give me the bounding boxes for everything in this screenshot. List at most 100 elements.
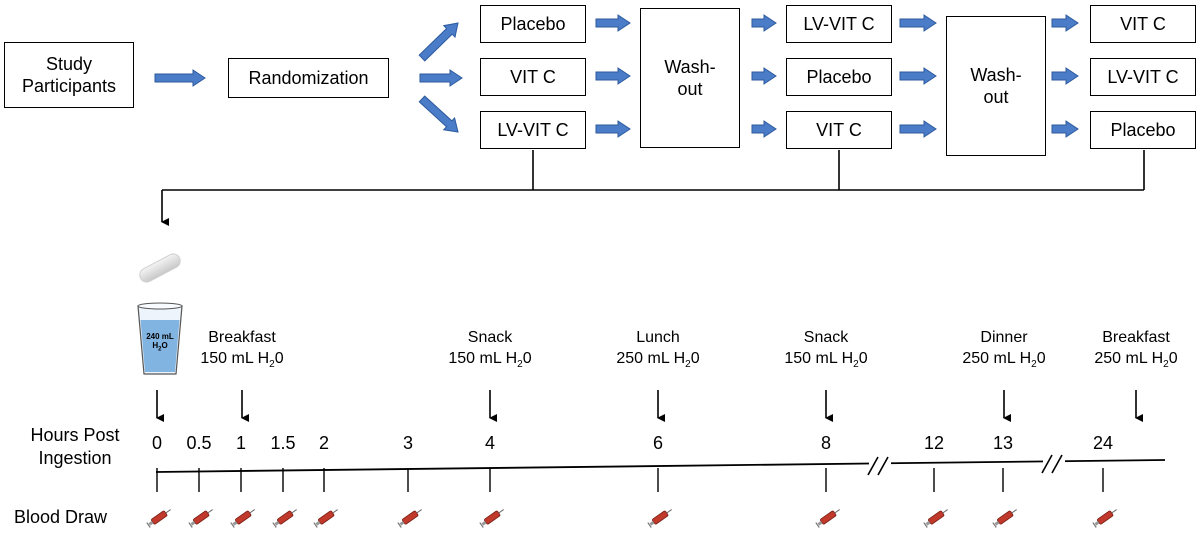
tick-label: 3 (402, 433, 414, 453)
period3-box-2: LV-VIT C (1090, 58, 1196, 96)
flow-arrow (154, 69, 206, 87)
period3-label-3: Placebo (1110, 119, 1176, 140)
tick-label: 12 (923, 433, 945, 453)
tick-label: 13 (992, 433, 1014, 453)
event-water-sub: 2 (685, 358, 691, 370)
event-name: Snack (467, 329, 513, 346)
period2-label-2: Placebo (806, 66, 872, 87)
syringe-icon (479, 509, 504, 528)
randomization-box: Randomization (228, 58, 389, 98)
tick-label: 0 (151, 433, 163, 453)
participants-label: Study Participants (21, 53, 117, 97)
axis-break-mark (1041, 454, 1053, 474)
flow-arrow (1051, 14, 1079, 32)
period2-box-2: Placebo (786, 58, 892, 96)
tick-label: 2 (318, 433, 330, 453)
syringe-icon (923, 509, 948, 528)
event-water-sub: 2 (1163, 358, 1169, 370)
flow-arrow (899, 120, 937, 138)
flow-arrow (751, 67, 777, 85)
cup-label: 240 mL H2O (139, 332, 181, 354)
event-water-tail: 0 (1168, 349, 1178, 367)
syringe-icon (272, 509, 297, 528)
syringe-icon (1092, 509, 1117, 528)
washout2-box: Wash- out (946, 16, 1046, 156)
syringe-icon (188, 509, 213, 528)
tick-label: 4 (484, 433, 496, 453)
event-label-3: Lunch 250 mL H20 (598, 328, 718, 371)
event-water: 150 mL H (784, 349, 854, 367)
cup-water-h: H (152, 341, 159, 351)
hours-label: Hours Post Ingestion (30, 425, 120, 469)
event-water: 150 mL H (448, 349, 518, 367)
period1-box-3: LV-VIT C (480, 111, 586, 149)
period3-box-1: VIT C (1090, 5, 1196, 43)
cup-water-o: O (161, 341, 168, 351)
axis-break-mark (867, 456, 879, 476)
axis-break-mark (1051, 454, 1063, 474)
cup-water-sub: 2 (158, 346, 162, 353)
washout1-box: Wash- out (640, 8, 740, 148)
flow-arrow (418, 22, 459, 62)
flow-arrow (751, 120, 777, 138)
event-name: Lunch (636, 329, 680, 346)
period3-label-2: LV-VIT C (1107, 66, 1179, 87)
washout2-label: Wash- out (970, 64, 1022, 108)
tick-label: 1 (235, 433, 247, 453)
period1-label-1: Placebo (500, 13, 566, 34)
period2-label-1: LV-VIT C (803, 13, 875, 34)
axis-break-mark (877, 456, 889, 476)
flow-arrow (899, 67, 937, 85)
period1-label-2: VIT C (510, 66, 556, 87)
event-name: Dinner (980, 329, 1028, 346)
participants-box: Study Participants (4, 42, 134, 108)
syringe-icon (647, 509, 672, 528)
flow-arrow (595, 120, 631, 138)
event-water-tail: 0 (858, 349, 868, 367)
capsule-icon (139, 253, 181, 283)
flow-arrow (899, 14, 937, 32)
flow-arrow (418, 95, 459, 133)
syringe-icon (313, 509, 338, 528)
event-water-sub: 2 (517, 358, 523, 370)
washout1-label: Wash- out (664, 56, 716, 100)
period3-label-1: VIT C (1120, 13, 1166, 34)
flow-arrow (419, 69, 463, 87)
syringe-icon (397, 509, 422, 528)
event-water: 250 mL H (1094, 349, 1164, 367)
tick-label: 1.5 (270, 433, 296, 453)
tick-label: 8 (820, 433, 832, 453)
syringe-icon (146, 509, 171, 528)
blood-draw-label: Blood Draw (14, 507, 108, 527)
period2-box-1: LV-VIT C (786, 5, 892, 43)
period3-box-3: Placebo (1090, 111, 1196, 149)
event-water: 250 mL H (616, 349, 686, 367)
period2-box-3: VIT C (786, 111, 892, 149)
period1-box-2: VIT C (480, 58, 586, 96)
event-water-tail: 0 (690, 349, 700, 367)
cup-volume: 240 mL (146, 332, 174, 341)
syringe-icon (230, 509, 255, 528)
event-label-2: Snack 150 mL H20 (430, 328, 550, 371)
flow-arrow (1051, 67, 1079, 85)
syringe-icon (815, 509, 840, 528)
event-water-tail: 0 (522, 349, 532, 367)
event-name: Snack (803, 329, 849, 346)
tick-label: 0.5 (186, 433, 212, 453)
timeline-axis (155, 459, 1166, 473)
event-water-tail: 0 (1036, 349, 1046, 367)
period1-box-1: Placebo (480, 5, 586, 43)
flow-arrow (595, 67, 631, 85)
flow-arrow (595, 14, 631, 32)
event-water: 150 mL H (200, 349, 270, 367)
syringe-icon (992, 509, 1017, 528)
event-water: 250 mL H (962, 349, 1032, 367)
period2-label-3: VIT C (816, 119, 862, 140)
event-water-tail: 0 (274, 349, 284, 367)
flow-arrow (1051, 120, 1079, 138)
randomization-label: Randomization (248, 67, 369, 88)
